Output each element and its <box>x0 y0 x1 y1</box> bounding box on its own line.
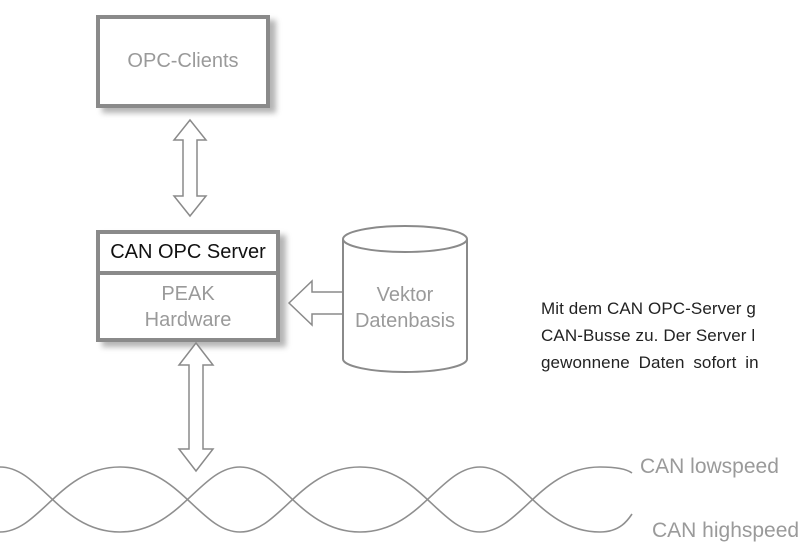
double-arrow-hardware-bus <box>177 341 215 473</box>
opc-clients-label: OPC-Clients <box>127 50 239 72</box>
can-bus-lines <box>0 466 633 533</box>
can-lowspeed-label: CAN lowspeed <box>640 455 779 478</box>
description-line-1: Mit dem CAN OPC-Server g <box>541 299 756 318</box>
can-lowspeed-line <box>0 466 633 533</box>
description-line-2: CAN-Busse zu. Der Server l <box>541 326 756 345</box>
peak-hardware-label: PEAK Hardware <box>144 282 232 331</box>
can-highspeed-line <box>0 466 633 533</box>
double-arrow-clients-server <box>172 118 208 218</box>
can-opc-server-label: CAN OPC Server <box>100 234 276 275</box>
opc-clients-box: OPC-Clients <box>96 15 270 108</box>
can-highspeed-label: CAN highspeed <box>652 519 800 542</box>
arrow-database-to-hardware <box>287 279 344 327</box>
description-line-3: gewonnene Daten sofort in <box>541 353 759 372</box>
database-cylinder <box>342 225 468 373</box>
server-hardware-box: CAN OPC Server PEAK Hardware <box>96 230 280 342</box>
vektor-datenbasis-label: Vektor Datenbasis <box>354 284 456 332</box>
